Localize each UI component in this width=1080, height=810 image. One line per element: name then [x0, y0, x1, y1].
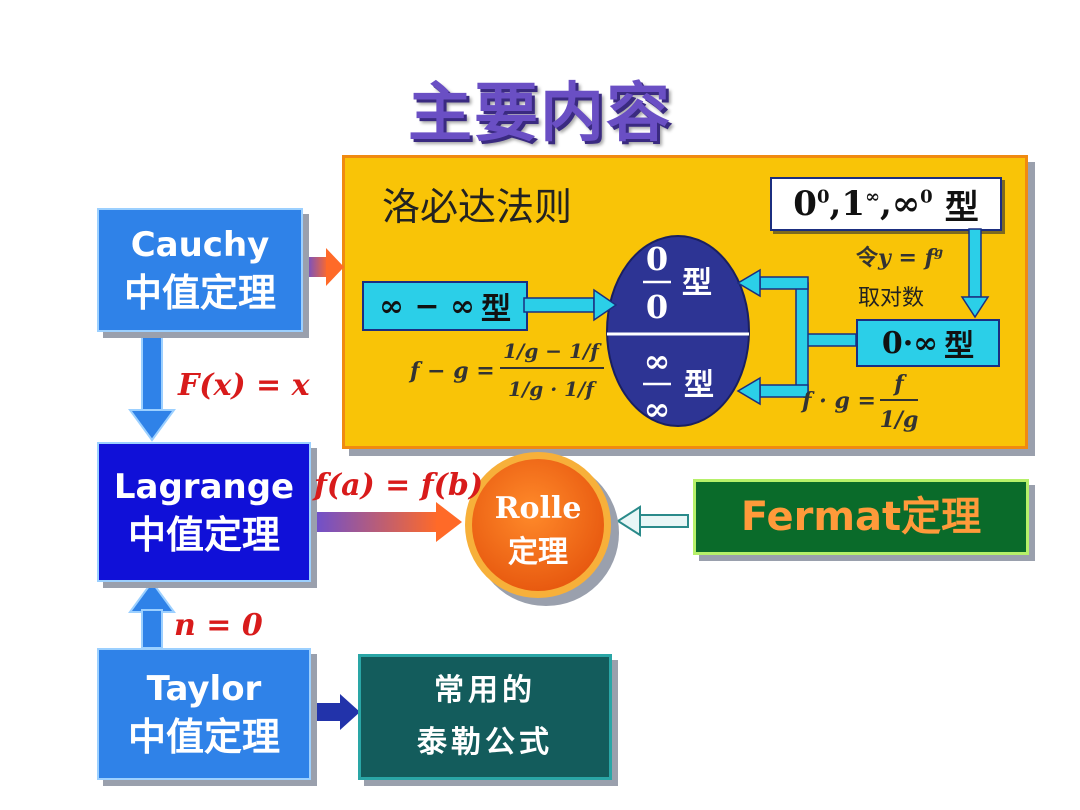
fraction-zero-num: 0 [646, 240, 668, 278]
fraction-zero-den: 0 [646, 288, 668, 326]
indeterminate-ellipse [606, 235, 750, 427]
lagrange-label: 中值定理 [127, 513, 280, 557]
formula-f-minus-g: f − g = 1/g − 1/f 1/g · 1/f [408, 339, 604, 401]
cauchy-theorem-box: Cauchy 中值定理 [97, 208, 303, 332]
arrow-taylor-to-formulas [312, 694, 360, 730]
fermat-theorem-box: Fermat定理 [693, 479, 1029, 555]
arrow-inf-minus-inf-to-ellipse [523, 288, 618, 322]
form-exponential-text: 00,1∞,∞0 [793, 184, 933, 224]
fraction-zero-suffix: 型 [682, 266, 712, 301]
formula-f-minus-g-den: 1/g · 1/f [508, 377, 597, 401]
fraction-inf-num: ∞ [644, 342, 671, 380]
note-take-log: 取对数 [858, 286, 925, 311]
fraction-inf-suffix: 型 [684, 368, 714, 403]
arrow-cauchy-to-panel [306, 248, 344, 286]
condition-taylor-to-lagrange: n = 0 [174, 608, 263, 643]
fraction-zero-over-zero: 0 0 型 [643, 240, 712, 326]
taylor-formulas-box: 常用的 泰勒公式 [358, 654, 612, 780]
arrow-lagrange-to-rolle [312, 502, 462, 542]
fraction-inf-over-inf: ∞ ∞ 型 [643, 342, 714, 428]
lagrange-name: Lagrange [113, 467, 295, 507]
form-box-inf-minus-inf: ∞ − ∞ 型 [362, 281, 528, 331]
formula-f-minus-g-left: f − g = [408, 358, 495, 384]
formula-f-times-g-num: f [892, 371, 907, 397]
arrow-cauchy-to-lagrange [128, 331, 176, 442]
cauchy-label: 中值定理 [123, 271, 276, 315]
taylor-theorem-box: Taylor 中值定理 [97, 648, 311, 780]
note-substitution: 令y = fg [856, 245, 944, 271]
taylor-label: 中值定理 [127, 715, 280, 759]
form-inf-minus-inf-suffix: 型 [481, 292, 511, 327]
taylor-formulas-line1: 常用的 [434, 673, 536, 708]
form-zero-times-inf-suffix: 型 [944, 329, 975, 364]
rolle-theorem-circle: Rolle 定理 [465, 452, 619, 606]
formula-f-times-g: f · g = f 1/g [800, 371, 918, 433]
lhospital-panel-title: 洛必达法则 [382, 185, 573, 229]
arrow-zero-times-inf-to-ellipse [736, 268, 857, 406]
condition-cauchy-to-lagrange: F(x) = x [178, 368, 310, 403]
rolle-label: 定理 [508, 535, 568, 570]
fraction-inf-den: ∞ [644, 390, 671, 428]
formula-f-minus-g-num: 1/g − 1/f [503, 339, 602, 363]
rolle-name: Rolle [495, 491, 582, 526]
formula-f-times-g-den: 1/g [880, 407, 919, 433]
arrow-taylor-to-lagrange [128, 580, 176, 649]
cauchy-name: Cauchy [130, 225, 270, 265]
page-title: 主要内容 [408, 77, 672, 151]
formula-f-times-g-left: f · g = [800, 388, 876, 414]
form-box-zero-times-inf: 0·∞ 型 [856, 319, 1000, 367]
taylor-name: Taylor [146, 669, 262, 709]
arrow-fermat-to-rolle [616, 505, 689, 537]
form-zero-times-inf-text: 0·∞ [881, 325, 939, 361]
form-exponential-suffix: 型 [944, 187, 979, 228]
taylor-formulas-line2: 泰勒公式 [417, 725, 553, 760]
arrow-exponential-to-zero-times-inf [960, 228, 990, 319]
condition-lagrange-to-rolle: f(a) = f(b) [314, 468, 484, 503]
lagrange-theorem-box: Lagrange 中值定理 [97, 442, 311, 582]
form-inf-minus-inf-text: ∞ − ∞ [378, 288, 475, 324]
form-box-exponential: 00,1∞,∞0 型 [770, 177, 1002, 231]
